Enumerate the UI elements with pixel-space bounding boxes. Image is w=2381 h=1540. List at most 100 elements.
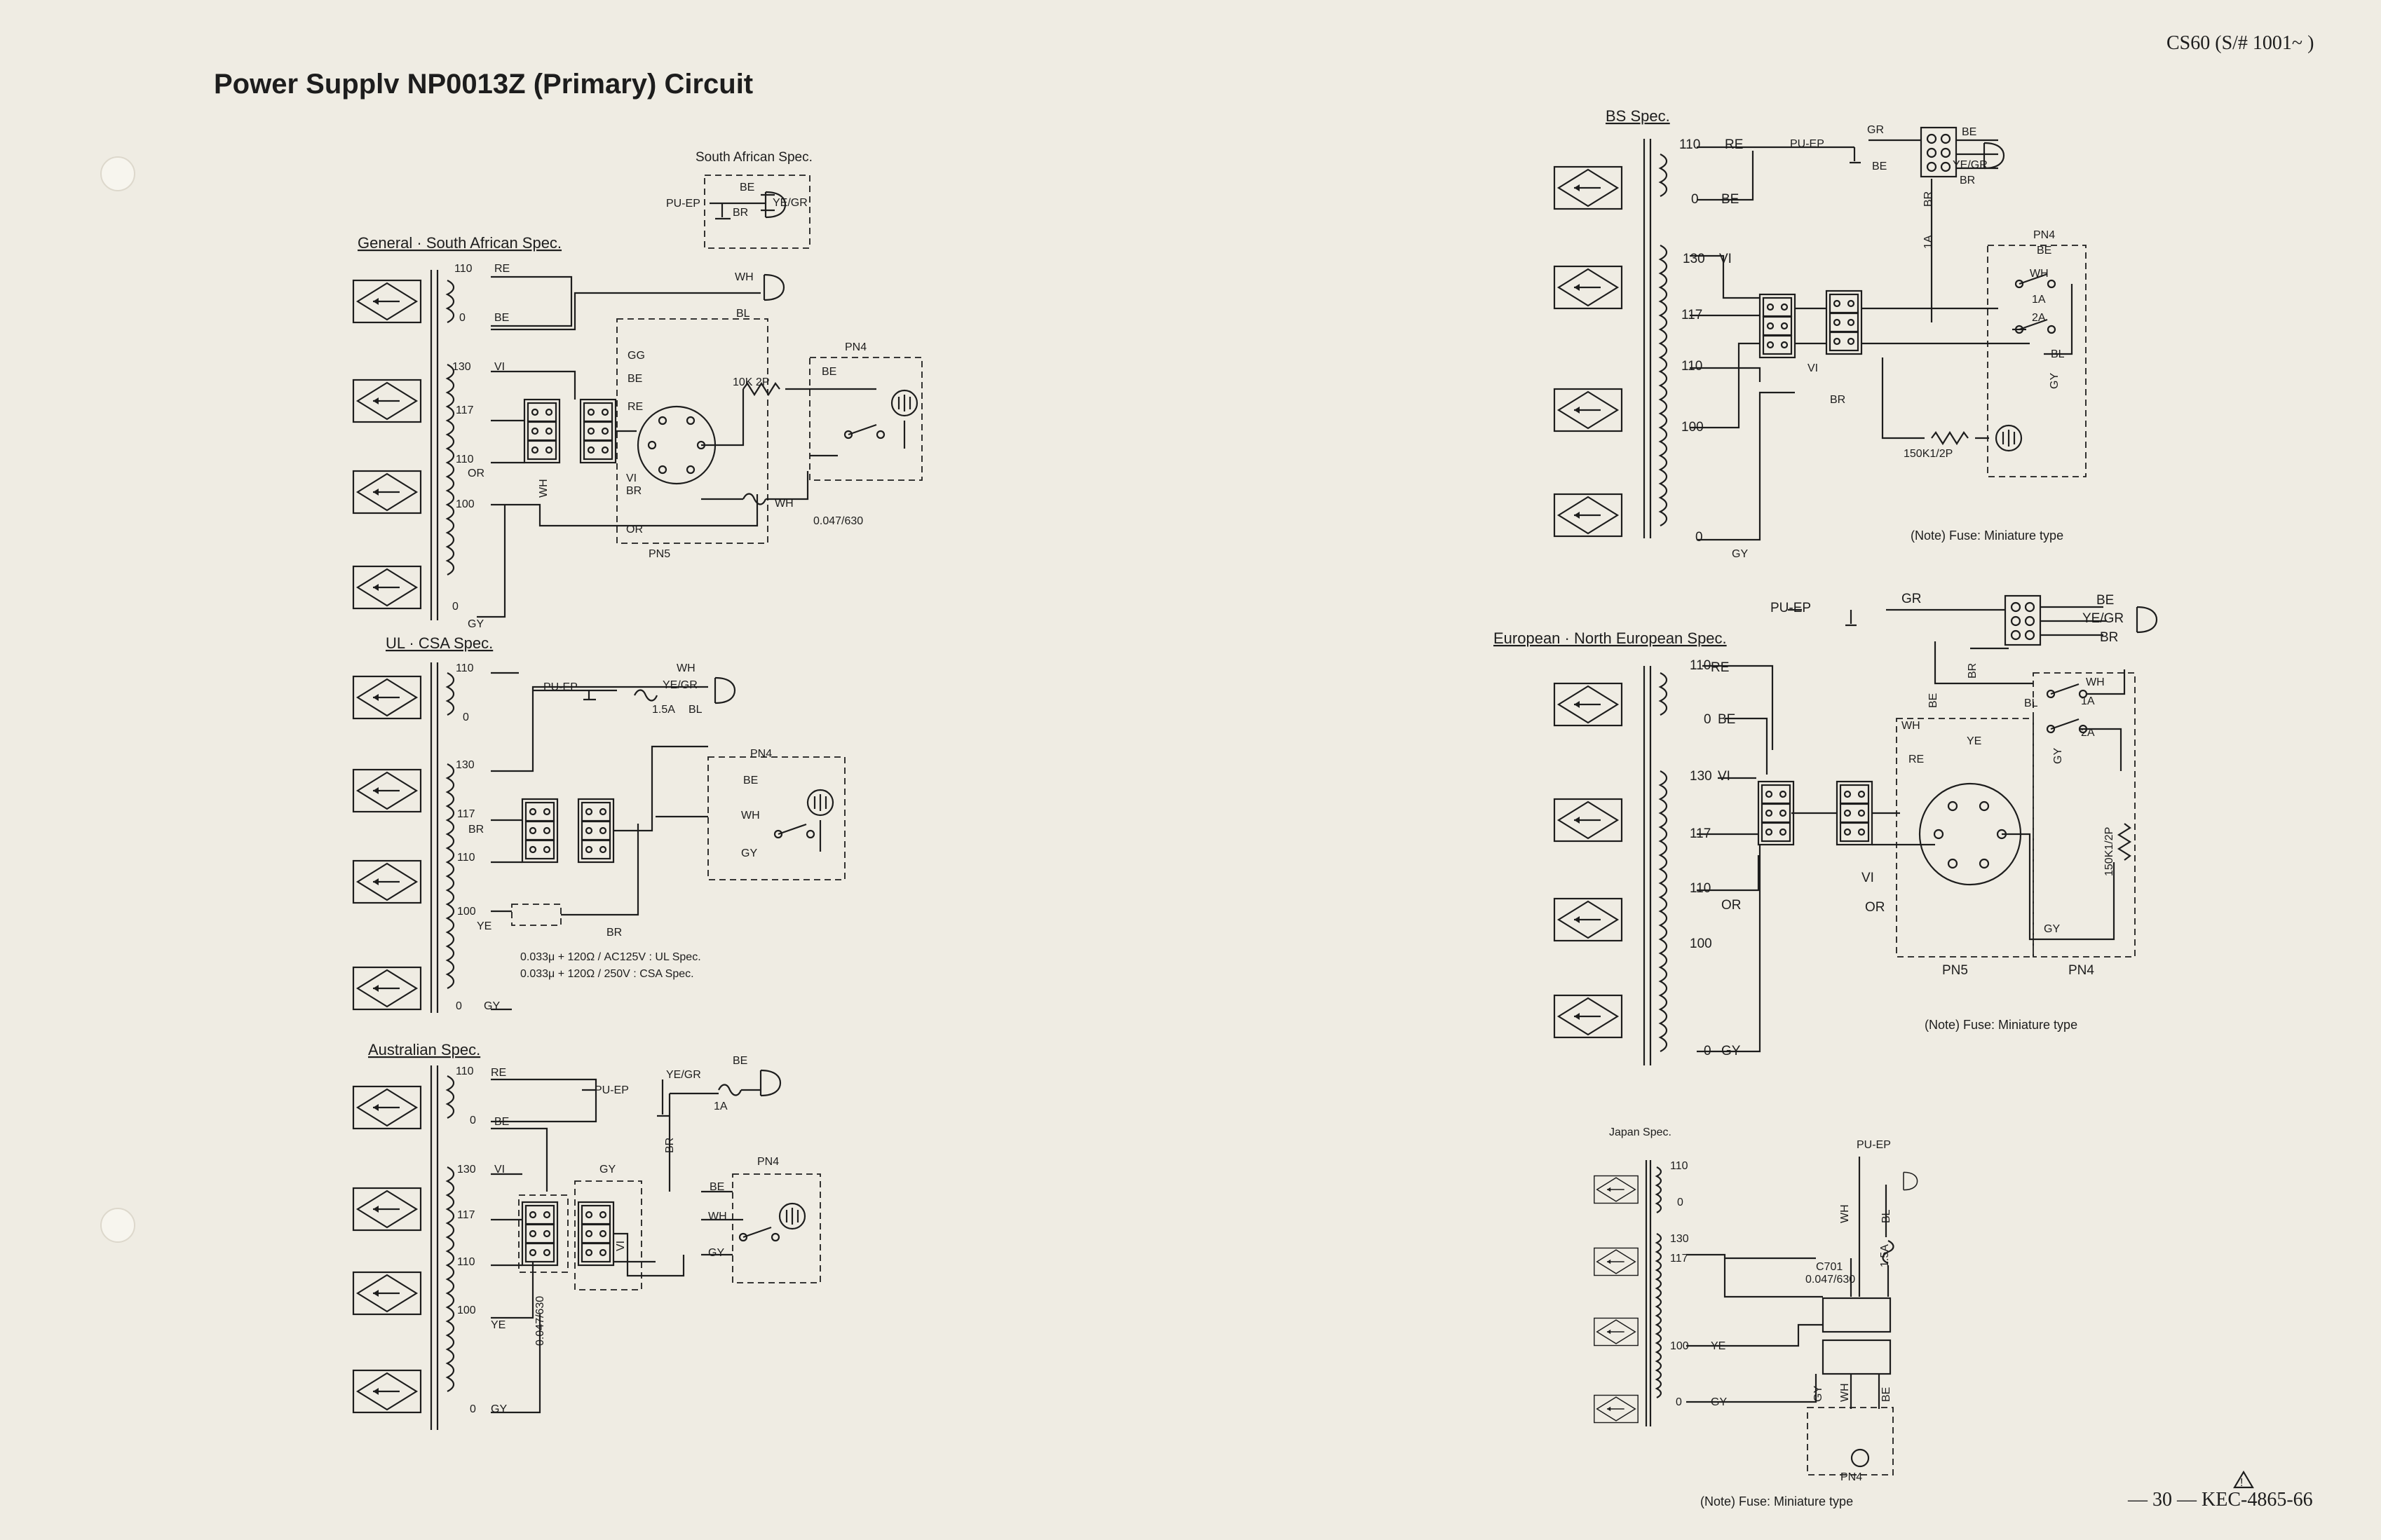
tap-130: 130 (1690, 769, 1712, 784)
european-spec-circuit: European · North European Spec. 110 0 13… (1493, 592, 2158, 1065)
wire-be: BE (1880, 1387, 1892, 1402)
wire-gr: GR (1867, 124, 1884, 136)
wire-wh: WH (2030, 268, 2049, 280)
wire-re2: RE (628, 401, 643, 413)
wire-or2: OR (626, 524, 643, 536)
tap-117: 117 (457, 808, 475, 820)
cap-note-ul: 0.033μ + 120Ω / AC125V : UL Spec. (520, 951, 701, 963)
wire-gr: GR (1901, 592, 1922, 606)
tap-110: 110 (1679, 137, 1700, 152)
wire-gy3: GY (491, 1403, 507, 1415)
cap-0047: 0.047/630 (813, 515, 863, 527)
wire-br: BR (2100, 630, 2118, 645)
wire-br: BR (626, 485, 642, 497)
wire-be: BE (743, 775, 758, 786)
tap-117: 117 (457, 1209, 475, 1221)
wire-vi2: VI (1861, 871, 1874, 885)
wire-be3: BE (1872, 161, 1887, 172)
wire-bl: BL (688, 704, 703, 716)
wire-wh2: WH (1901, 720, 1920, 732)
pn5-label: PN5 (1942, 963, 1968, 978)
wire-gy: GY (599, 1164, 616, 1176)
wire-be2: BE (1962, 126, 1976, 138)
wire-or: OR (1721, 898, 1742, 913)
wire-bl: BL (736, 308, 750, 320)
tap-100: 100 (457, 906, 476, 918)
wire-re: RE (491, 1067, 506, 1079)
wire-wh: WH (708, 1211, 727, 1222)
pn4-label: PN4 (845, 341, 867, 353)
wire-be3: BE (710, 1181, 724, 1193)
australian-spec-circuit: Australian Spec. 110 0 130 117 110 100 0… (352, 1041, 821, 1430)
wire-re: RE (1725, 137, 1743, 152)
wire-be4: BE (2037, 245, 2051, 257)
tap-0: 0 (463, 711, 469, 723)
ul-csa-spec-circuit: UL · CSA Spec. 110 0 130 117 110 100 0 P… (352, 634, 846, 1013)
wire-bl: BL (2024, 697, 2038, 709)
tap-100: 100 (456, 498, 475, 510)
label-ye-gr: YE/GR (773, 197, 808, 209)
tap-0b: 0 (1676, 1396, 1682, 1408)
ul-csa-header: UL · CSA Spec. (386, 634, 493, 652)
wire-wh: WH (677, 662, 696, 674)
wire-be3: BE (1718, 712, 1735, 727)
label-pu-ep: PU-EP (666, 198, 700, 210)
tap-0b: 0 (470, 1403, 476, 1415)
pn4-label: PN4 (2068, 963, 2094, 978)
wire-vi: VI (494, 1164, 505, 1176)
page-title: Power Supplv NP0013Z (Primary) Circuit (214, 69, 753, 100)
tap-100: 100 (1690, 936, 1712, 951)
label-be: BE (740, 182, 754, 193)
fuse-1a: 1A (714, 1101, 728, 1112)
japan-header: Japan Spec. (1609, 1126, 1671, 1138)
european-note: (Note) Fuse: Miniature type (1925, 1018, 2077, 1032)
tap-0: 0 (1691, 192, 1699, 207)
tap-0b: 0 (452, 601, 459, 613)
tap-100: 100 (1670, 1340, 1689, 1352)
label-pu-ep: PU-EP (1770, 601, 1811, 615)
pn4-label: PN4 (750, 748, 772, 760)
wire-br: BR (468, 824, 484, 836)
tap-117: 117 (1670, 1253, 1688, 1265)
tap-117: 117 (456, 404, 474, 416)
south-african-spec: South African Spec. PU-EP BE BR YE/GR (666, 150, 813, 249)
wire-or2: OR (1865, 900, 1885, 915)
tap-110b: 110 (1681, 359, 1702, 374)
wire-br2: BR (1967, 663, 1979, 679)
tap-110b: 110 (457, 852, 475, 864)
wire-ye-gr: YE/GR (663, 679, 698, 691)
wire-ye: YE (491, 1319, 506, 1331)
tap-110: 110 (456, 662, 474, 674)
wire-be3: BE (822, 366, 836, 378)
pn5-label: PN5 (649, 548, 670, 560)
model-reference: CS60 (S/# 1001~ ) (2166, 32, 2314, 54)
label-pu-ep: PU-EP (595, 1084, 629, 1096)
wire-be2: BE (628, 373, 642, 385)
label-pu-ep: PU-EP (1790, 138, 1824, 150)
wire-gy3: GY (2044, 923, 2060, 935)
wire-be: BE (494, 312, 509, 324)
japan-spec-circuit: Japan Spec. 110 0 130 117 100 0 PU-EP WH… (1594, 1126, 1918, 1508)
wire-vi: VI (1718, 769, 1730, 784)
tap-0b: 0 (1695, 530, 1703, 545)
pn4-label: PN4 (757, 1156, 779, 1168)
wire-vi: VI (1719, 252, 1732, 266)
wire-wh: WH (1839, 1204, 1851, 1223)
warning-mark: ! (2240, 1477, 2243, 1489)
wire-vi2: VI (1807, 362, 1818, 374)
resistor-150k: 150K1/2P (2103, 827, 2115, 876)
bs-note: (Note) Fuse: Miniature type (1911, 529, 2063, 543)
tap-110: 110 (456, 1065, 474, 1077)
tap-130: 130 (456, 759, 475, 771)
general-spec-circuit: General · South African Spec. 110 0 130 … (352, 234, 923, 630)
tap-110: 110 (454, 263, 473, 275)
pn4-label: PN4 (2033, 229, 2055, 241)
tap-130: 130 (452, 361, 471, 373)
tap-130: 130 (1683, 252, 1705, 266)
tap-0: 0 (459, 312, 466, 324)
fuse-15a: 1.5A (1879, 1244, 1891, 1267)
wire-br2: BR (606, 927, 622, 939)
wire-wh2: WH (1839, 1383, 1851, 1402)
wire-vi: VI (494, 361, 505, 373)
tap-0: 0 (1677, 1197, 1683, 1208)
